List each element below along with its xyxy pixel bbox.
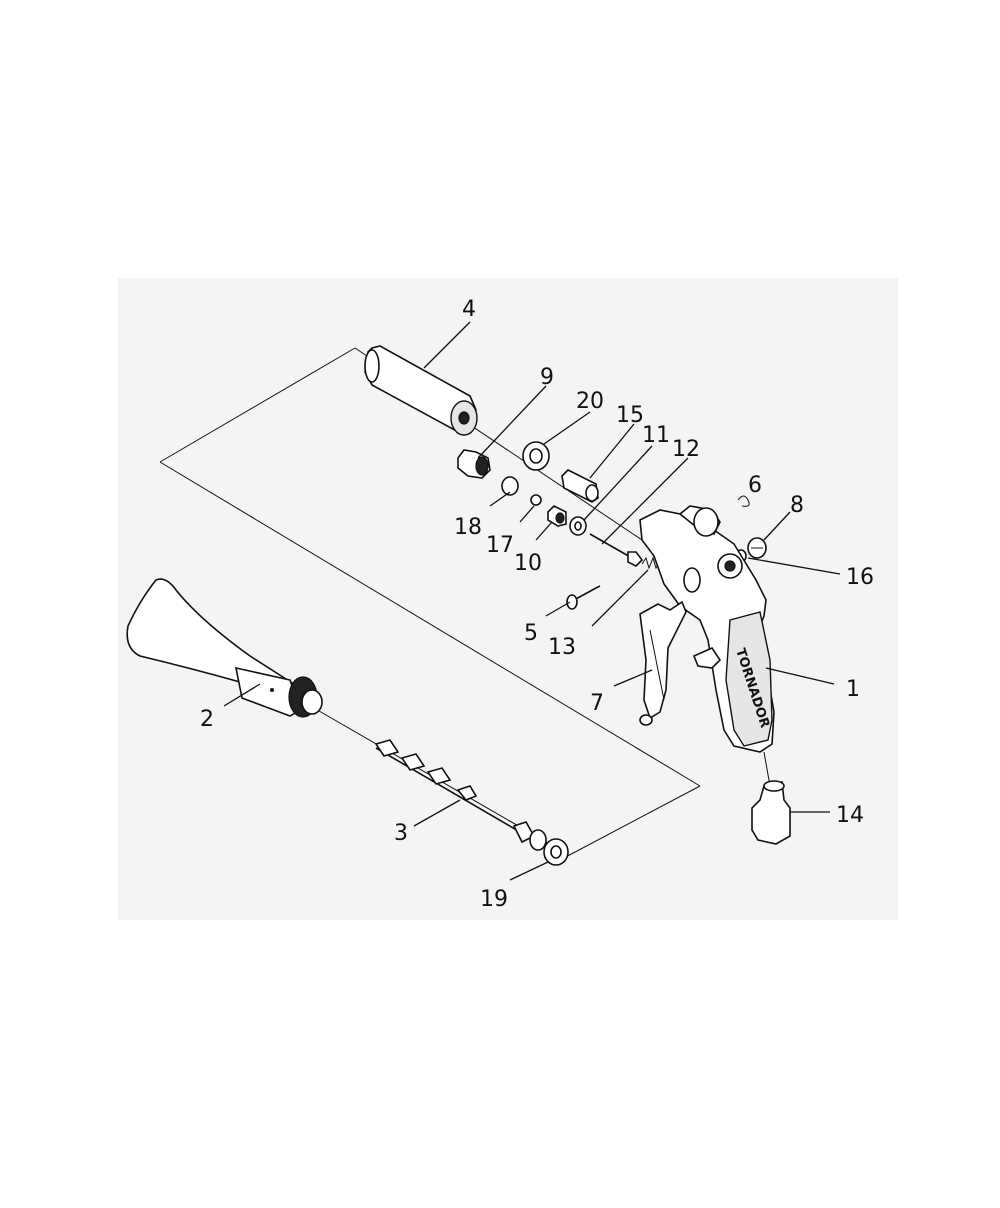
- label-5: 5: [524, 621, 538, 646]
- label-6: 6: [748, 473, 762, 498]
- label-10: 10: [514, 551, 542, 576]
- part-8-cap: [747, 537, 767, 559]
- label-14: 14: [836, 803, 864, 828]
- label-1: 1: [846, 677, 860, 702]
- part-12-valve-stem: [589, 533, 644, 567]
- part-18-o-ring: [501, 476, 519, 496]
- label-3: 3: [394, 821, 408, 846]
- part-1-gun-body: TORNADOR: [639, 505, 775, 753]
- nozzle-hole: [270, 688, 274, 692]
- part-10-valve-seat: [547, 505, 567, 527]
- label-16: 16: [846, 565, 874, 590]
- part-15-sleeve: [561, 469, 599, 503]
- part-labels: 4 9 20 15 11 12 6 8 18 17 10 16 5 13 1 7…: [200, 297, 874, 912]
- part-4-cylinder: [364, 345, 478, 436]
- part-2-nozzle: [126, 578, 323, 718]
- label-8: 8: [790, 493, 804, 518]
- label-12: 12: [672, 437, 700, 462]
- part-7-trigger: [639, 600, 687, 726]
- part-9-hex-nut: [457, 449, 491, 479]
- label-7: 7: [590, 691, 604, 716]
- part-17-small-ring: [530, 494, 542, 506]
- label-2: 2: [200, 707, 214, 732]
- label-17: 17: [486, 533, 514, 558]
- part-20-washer: [522, 441, 550, 471]
- label-9: 9: [540, 365, 554, 390]
- label-20: 20: [576, 389, 604, 414]
- label-18: 18: [454, 515, 482, 540]
- part-6-clip: [737, 495, 750, 507]
- leader-lines: [223, 321, 841, 881]
- label-15: 15: [616, 403, 644, 428]
- part-19-washer: [543, 838, 569, 866]
- label-19: 19: [480, 887, 508, 912]
- part-14-fitting: [751, 780, 791, 845]
- label-11: 11: [642, 423, 670, 448]
- label-4: 4: [462, 297, 476, 322]
- part-5-pin: [566, 585, 601, 610]
- label-13: 13: [548, 635, 576, 660]
- part-3-tube: [374, 739, 547, 851]
- part-11-washer: [569, 516, 587, 536]
